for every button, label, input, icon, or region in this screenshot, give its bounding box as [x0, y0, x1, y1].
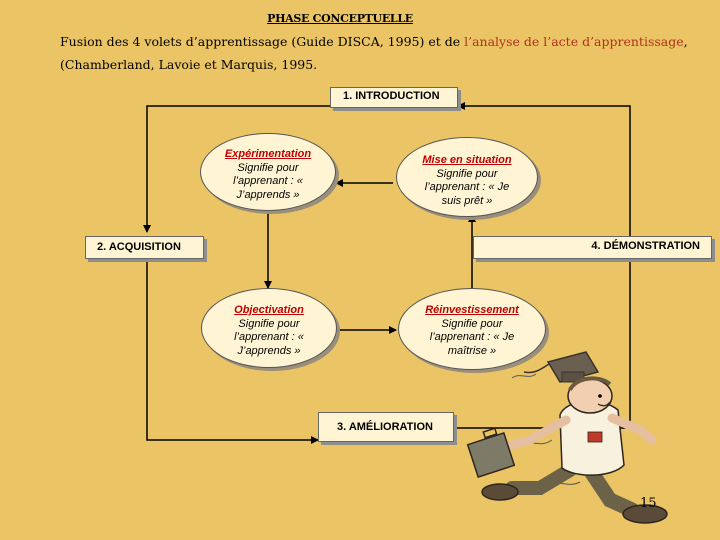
- line-demonstration-to-intro: [457, 102, 631, 236]
- page-title: PHASE CONCEPTUELLE: [267, 12, 413, 25]
- box-amelioration: 3. AMÉLIORATION: [318, 412, 454, 442]
- ellipse-experimentation: Expérimentation Signifie pour l’apprenan…: [200, 133, 336, 211]
- subtitle-part1: Fusion des 4 volets d’apprentissage (Gui…: [60, 34, 465, 49]
- page-number: 15: [640, 496, 657, 511]
- experimentation-desc: Signifie pour l’apprenant : « J’apprends…: [233, 161, 303, 201]
- box-demonstration: 4. DÉMONSTRATION: [473, 236, 712, 259]
- subtitle-text: Fusion des 4 volets d’apprentissage (Gui…: [60, 30, 700, 76]
- reinvestissement-title: Réinvestissement: [425, 304, 519, 316]
- reinvestissement-desc: Signifie pour l’apprenant : « Je maîtris…: [429, 317, 515, 357]
- subtitle-part2: , (Chamberland, Lavoie et Marquis, 1995.: [60, 34, 688, 72]
- box-amelioration-label: 3. AMÉLIORATION: [337, 421, 433, 433]
- box-introduction: 1. INTRODUCTION: [330, 87, 458, 108]
- subtitle-highlight: l’analyse de l’acte d’apprentissage: [464, 34, 684, 49]
- ellipse-mise-en-situation: Mise en situation Signifie pour l’appren…: [396, 137, 538, 217]
- ellipse-reinvestissement: Réinvestissement Signifie pour l’apprena…: [398, 288, 546, 370]
- objectivation-desc: Signifie pour l’apprenant : « J’apprends…: [234, 317, 304, 357]
- box-acquisition-label: 2. ACQUISITION: [97, 241, 181, 253]
- box-introduction-label: 1. INTRODUCTION: [343, 90, 440, 102]
- line-intro-to-acquisition: [143, 105, 330, 233]
- experimentation-title: Expérimentation: [224, 148, 312, 160]
- mise-en-situation-desc: Signifie pour l’apprenant : « Je suis pr…: [424, 167, 510, 207]
- objectivation-title: Objectivation: [234, 304, 304, 316]
- mortarboard-icon: [523, 351, 600, 383]
- line-acquisition-to-amelioration: [146, 259, 319, 444]
- briefcase-icon: [466, 427, 516, 478]
- mise-en-situation-title: Mise en situation: [422, 154, 512, 166]
- box-demonstration-label: 4. DÉMONSTRATION: [591, 240, 700, 252]
- box-acquisition: 2. ACQUISITION: [85, 236, 204, 259]
- ellipse-objectivation: Objectivation Signifie pour l’apprenant …: [201, 288, 337, 368]
